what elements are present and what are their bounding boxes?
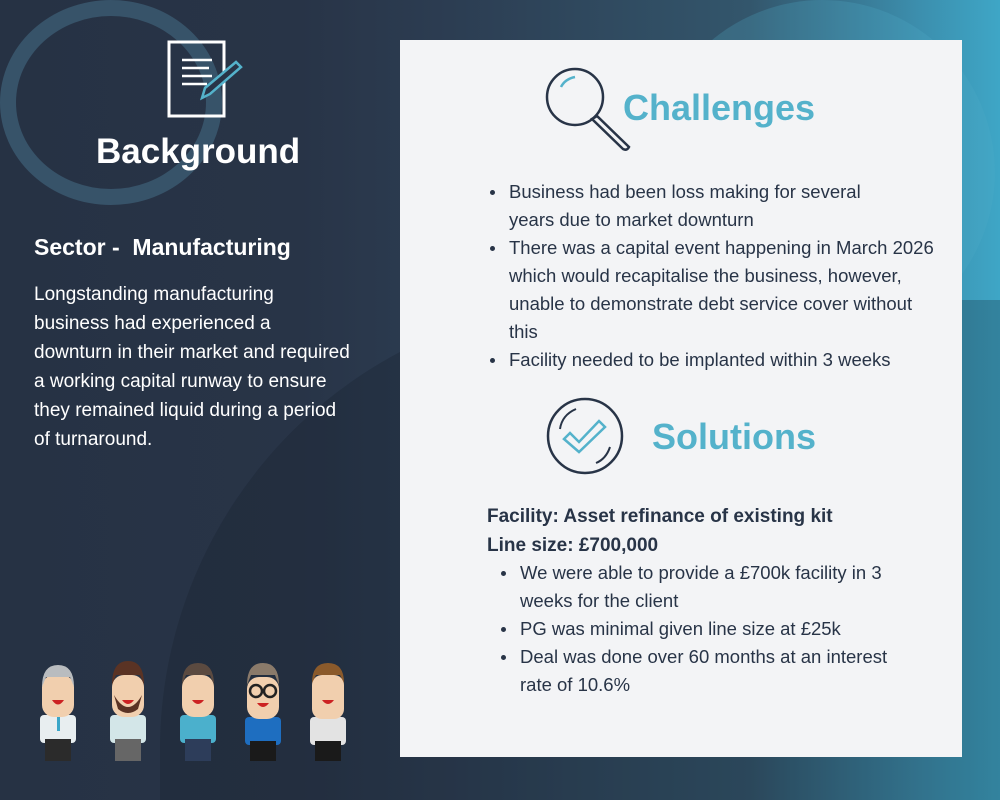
list-item: We were able to provide a £700k facility… xyxy=(501,559,921,615)
background-title: Background xyxy=(96,132,301,171)
solutions-list: We were able to provide a £700k facility… xyxy=(501,559,921,699)
details-card: Challenges Business had been loss making… xyxy=(400,40,962,757)
person-4 xyxy=(245,663,281,761)
sector-label: Sector - Manufacturing xyxy=(34,234,291,260)
person-3 xyxy=(180,663,216,761)
person-2 xyxy=(110,661,146,761)
list-item: There was a capital event happening in M… xyxy=(490,234,935,346)
challenges-heading: Challenges xyxy=(623,87,816,128)
person-1 xyxy=(40,665,76,761)
document-pencil-icon xyxy=(167,40,243,118)
challenges-list: Business had been loss making for severa… xyxy=(490,178,935,374)
check-circle-icon xyxy=(546,397,624,475)
magnifier-icon xyxy=(545,67,631,151)
facility-label: Facility: Asset refinance of existing ki… xyxy=(487,506,833,527)
list-item: PG was minimal given line size at £25k xyxy=(501,615,921,643)
person-5 xyxy=(310,663,346,761)
list-item: Business had been loss making for severa… xyxy=(490,178,890,234)
list-item: Facility needed to be implanted within 3… xyxy=(490,346,935,374)
solutions-heading: Solutions xyxy=(652,416,816,457)
list-item: Deal was done over 60 months at an inter… xyxy=(501,643,921,699)
background-description: Longstanding manufacturing business had … xyxy=(34,284,350,450)
line-size-label: Line size: £700,000 xyxy=(487,535,659,556)
team-illustration xyxy=(40,661,346,761)
